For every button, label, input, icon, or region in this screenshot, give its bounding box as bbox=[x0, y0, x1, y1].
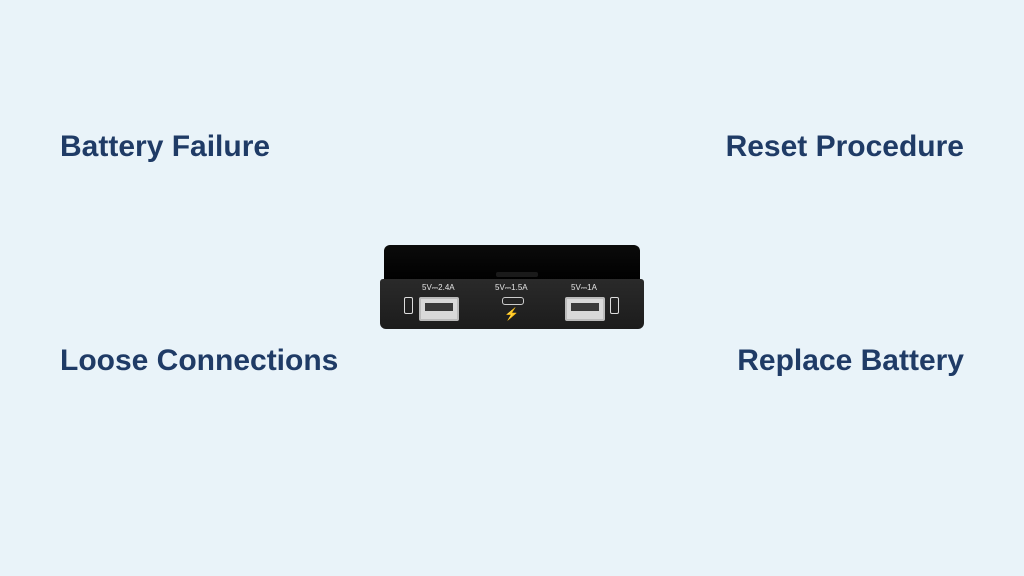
usb-charge-icon: ⚡ bbox=[504, 307, 519, 321]
port-right-rating: 5V⎓1A bbox=[571, 283, 597, 292]
power-bank-image: 5V⎓2.4A 5V⎓1.5A 5V⎓1A ⚡ bbox=[380, 245, 644, 329]
phone-icon bbox=[610, 297, 619, 314]
power-bank-top bbox=[384, 245, 640, 281]
label-loose-connections: Loose Connections bbox=[60, 344, 339, 377]
usb-port-left bbox=[419, 297, 459, 321]
label-reset-procedure: Reset Procedure bbox=[725, 130, 964, 163]
phone-icon bbox=[404, 297, 413, 314]
label-replace-battery: Replace Battery bbox=[737, 344, 964, 377]
usb-port-right bbox=[565, 297, 605, 321]
indicator-slot bbox=[496, 272, 538, 277]
label-battery-failure: Battery Failure bbox=[60, 130, 271, 163]
power-bank-front: 5V⎓2.4A 5V⎓1.5A 5V⎓1A ⚡ bbox=[380, 279, 644, 329]
port-left-rating: 5V⎓2.4A bbox=[422, 283, 455, 292]
port-center-rating: 5V⎓1.5A bbox=[495, 283, 528, 292]
micro-usb-port bbox=[502, 297, 524, 305]
